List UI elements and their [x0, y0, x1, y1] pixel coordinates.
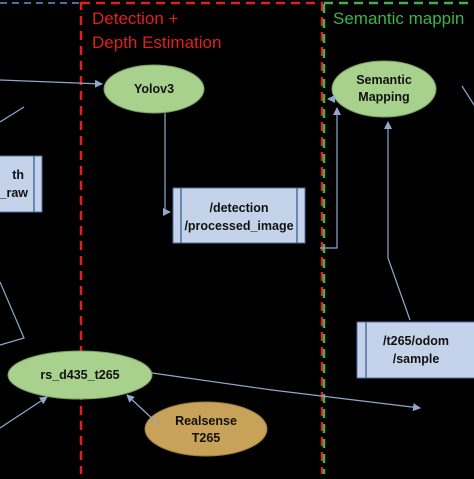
depth-raw-topic-label-line1: th [12, 168, 24, 182]
odom-topic-label-line2: /sample [392, 352, 440, 366]
edge-semantic-right [461, 85, 474, 106]
detection-topic-label-line1: /detection [209, 201, 269, 215]
semantic-mapping-label-line2: Mapping [358, 90, 410, 104]
realsense-t265-label-line1: Realsense [175, 414, 237, 428]
edge-yolov3-to-detection [163, 113, 171, 216]
semantic-region-title: Semantic mappin [333, 9, 465, 28]
semantic-mapping-label-line1: Semantic [356, 73, 412, 87]
realsense-t265-node [144, 401, 268, 457]
detection-region-title-line2: Depth Estimation [92, 33, 222, 52]
edge-odom-to-semantic [384, 121, 411, 321]
rs-d435-t265-node [7, 350, 153, 400]
edge-left-to-yolov3 [0, 79, 103, 88]
semantic-mapping-node [331, 60, 437, 118]
edge-left-to-rs [0, 396, 48, 429]
edge-realsense-to-rs [126, 394, 159, 425]
realsense-t265-label-line2: T265 [191, 431, 221, 445]
detection-region-border [79, 1, 324, 479]
odom-topic-label-line1: /t265/odom [383, 334, 449, 348]
depth-raw-topic-box [0, 155, 43, 213]
rs-d435-t265-label: rs_d435_t265 [40, 368, 120, 382]
depth-raw-topic-label-line2: _raw [0, 186, 28, 200]
semantic-region-border [322, 1, 474, 479]
edge-detection-to-semantic [320, 107, 341, 249]
odom-topic-box [356, 321, 474, 379]
detection-region-title-line1: Detection + [92, 9, 179, 28]
edge-rs-to-right [151, 372, 421, 412]
detection-topic-label-line2: /processed_image [184, 219, 294, 233]
yolov3-node [103, 64, 205, 114]
detection-topic-box [172, 187, 306, 244]
edge-left-feedback [0, 281, 25, 346]
edge-left-to-left-box [0, 106, 25, 123]
yolov3-label: Yolov3 [133, 82, 175, 96]
